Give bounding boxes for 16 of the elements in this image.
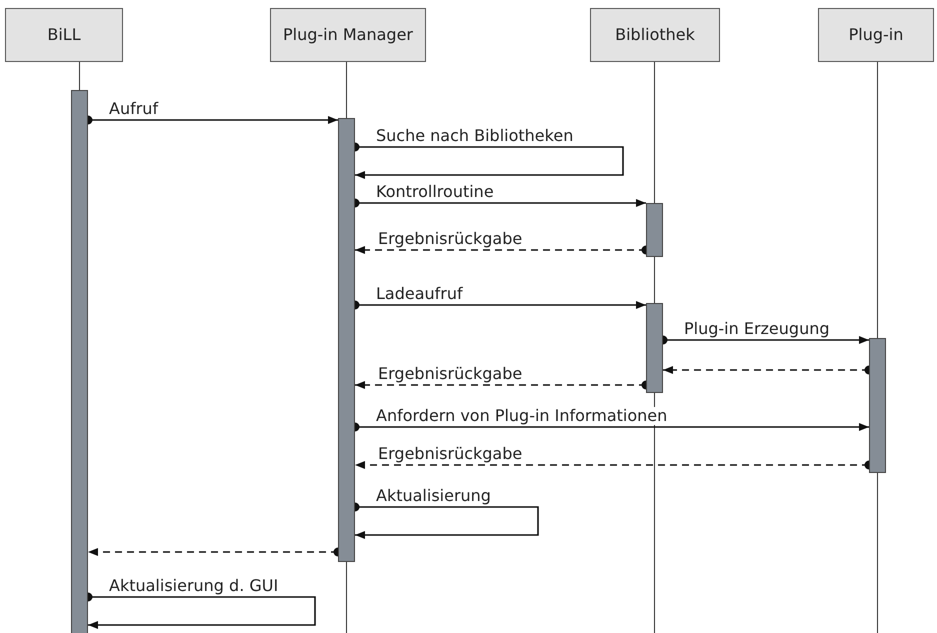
activation-bar	[646, 303, 663, 393]
edge-label: Plug-in Erzeugung	[683, 320, 830, 338]
edge-label: Ergebnisrückgabe	[377, 230, 524, 248]
edge-label: Anfordern von Plug-in Informationen	[375, 407, 668, 425]
edge-label: Aktualisierung	[375, 487, 492, 505]
activation-bar	[338, 118, 355, 562]
edge-label: Aktualisierung d. GUI	[108, 577, 280, 595]
participant-box: Plug-in Manager	[270, 8, 426, 62]
participant-box: BiLL	[5, 8, 123, 62]
activation-bar	[71, 90, 88, 633]
participant-box: Plug-in	[818, 8, 934, 62]
edge-label: Ergebnisrückgabe	[377, 445, 524, 463]
activation-bar	[869, 338, 886, 473]
participant-box: Bibliothek	[590, 8, 720, 62]
edge-label: Ergebnisrückgabe	[377, 365, 524, 383]
activation-bar	[646, 203, 663, 257]
